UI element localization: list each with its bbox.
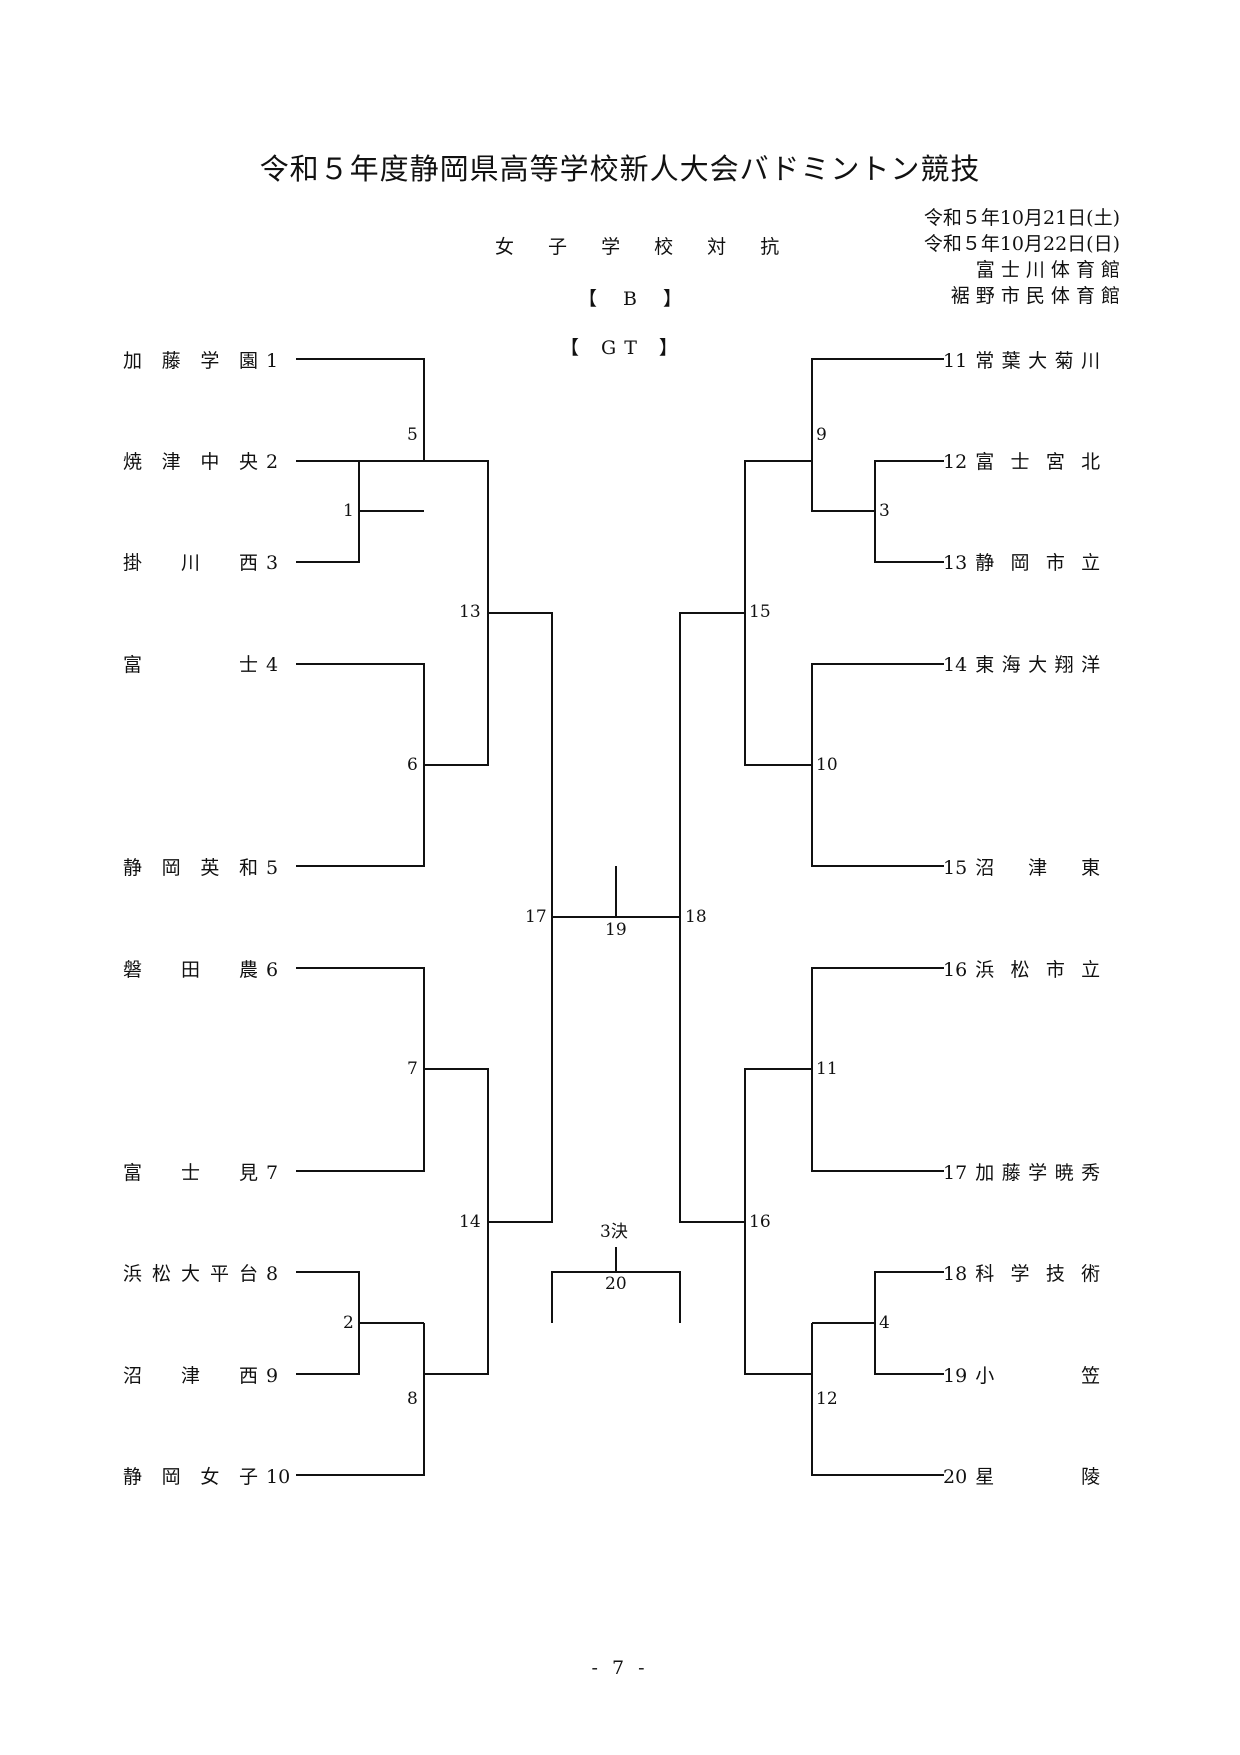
right-team-11: 11 常葉大菊川 — [943, 349, 1100, 373]
right-team-12: 12 富士宮北 — [943, 450, 1100, 474]
match-label-11: 11 — [816, 1059, 838, 1079]
match-label-12: 12 — [816, 1389, 838, 1409]
match-label-17: 17 — [525, 907, 547, 927]
left-team-4: 富士 4 — [123, 653, 278, 677]
page-number: - 7 - — [591, 1657, 649, 1679]
match-label-16: 16 — [749, 1212, 771, 1232]
left-team-3: 掛川西 3 — [123, 551, 278, 575]
team-name: 焼津中央 — [123, 451, 258, 473]
team-name: 掛川西 — [123, 552, 258, 574]
right-team-18: 18 科学技術 — [943, 1262, 1100, 1286]
team-seed: 2 — [266, 451, 279, 473]
date-day2: 令和５年10月22日(日) — [923, 233, 1120, 255]
right-team-20: 20 星陵 — [943, 1465, 1100, 1489]
team-seed: 10 — [266, 1466, 291, 1488]
match-label-4: 4 — [879, 1313, 890, 1333]
left-team-5: 静岡英和 5 — [123, 856, 278, 880]
team-name: 加藤学暁秀 — [975, 1162, 1101, 1184]
right-team-13: 13 静岡市立 — [943, 551, 1100, 575]
team-name: 静岡女子 — [123, 1466, 258, 1488]
left-team-7: 富士見 7 — [123, 1161, 278, 1185]
team-name: 磐田農 — [123, 959, 258, 981]
team-name: 浜松市立 — [975, 959, 1101, 981]
team-name: 富士見 — [123, 1162, 258, 1184]
match-label-1: 1 — [343, 501, 354, 521]
match-label-20-third: 20 — [605, 1274, 627, 1294]
team-seed: 20 — [943, 1466, 968, 1488]
team-name: 沼津西 — [123, 1365, 258, 1387]
date-day1: 令和５年10月21日(土) — [923, 207, 1120, 229]
team-name: 富士宮北 — [975, 451, 1101, 473]
left-team-2: 焼津中央 2 — [123, 450, 278, 474]
right-team-17: 17 加藤学暁秀 — [943, 1161, 1100, 1185]
match-label-13: 13 — [459, 602, 481, 622]
team-seed: 5 — [266, 857, 279, 879]
match-label-15: 15 — [749, 602, 771, 622]
team-name: 静岡英和 — [123, 857, 258, 879]
right-team-14: 14 東海大翔洋 — [943, 653, 1100, 677]
match-label-9: 9 — [816, 425, 827, 445]
team-name: 科学技術 — [975, 1263, 1101, 1285]
team-seed: 3 — [266, 552, 279, 574]
left-team-1: 加藤学園 1 — [123, 349, 278, 373]
match-label-19-final: 19 — [605, 920, 627, 940]
right-team-15: 15 沼津東 — [943, 856, 1100, 880]
right-team-16: 16 浜松市立 — [943, 958, 1100, 982]
team-seed: 19 — [943, 1365, 968, 1387]
team-seed: 18 — [943, 1263, 968, 1285]
left-team-8: 浜松大平台 8 — [123, 1262, 278, 1286]
team-seed: 4 — [266, 654, 279, 676]
bracket-line-m9 — [811, 358, 944, 512]
team-name: 沼津東 — [975, 857, 1101, 879]
team-seed: 1 — [266, 350, 279, 372]
team-seed: 14 — [943, 654, 968, 676]
right-team-19: 19 小笠 — [943, 1364, 1100, 1388]
team-seed: 8 — [266, 1263, 279, 1285]
team-name: 東海大翔洋 — [975, 654, 1101, 676]
team-seed: 6 — [266, 959, 279, 981]
left-team-6: 磐田農 6 — [123, 958, 278, 982]
bracket-line-m3 — [874, 460, 944, 563]
match-label-6: 6 — [407, 755, 418, 775]
team-seed: 13 — [943, 552, 968, 574]
team-seed: 7 — [266, 1162, 279, 1184]
team-seed: 16 — [943, 959, 968, 981]
match-label-18: 18 — [685, 907, 707, 927]
team-name: 静岡市立 — [975, 552, 1101, 574]
team-seed: 15 — [943, 857, 968, 879]
match-label-5: 5 — [407, 425, 418, 445]
team-seed: 9 — [266, 1365, 279, 1387]
venue-1: 富 士 川 体 育 館 — [975, 259, 1120, 281]
bracket-line-m6 — [296, 663, 425, 867]
team-name: 富士 — [123, 654, 258, 676]
match-label-3: 3 — [879, 501, 890, 521]
team-seed: 12 — [943, 451, 968, 473]
bracket-line-m5 — [296, 358, 425, 462]
match-label-7: 7 — [407, 1059, 418, 1079]
bracket-line-m7 — [296, 967, 425, 1172]
page-title: 令和５年度静岡県高等学校新人大会バドミントン競技 — [259, 152, 981, 186]
third-place-label: 3決 — [600, 1222, 628, 1242]
team-name: 小笠 — [975, 1365, 1101, 1387]
team-seed: 11 — [943, 350, 968, 372]
group-label: 【 GT 】 — [560, 337, 686, 359]
venue-2: 裾 野 市 民 体 育 館 — [950, 285, 1120, 307]
team-name: 加藤学園 — [123, 350, 258, 372]
match-label-2: 2 — [343, 1313, 354, 1333]
match-label-14: 14 — [459, 1212, 481, 1232]
team-name: 常葉大菊川 — [975, 350, 1101, 372]
left-team-10: 静岡女子 10 — [123, 1465, 290, 1489]
match-label-10: 10 — [816, 755, 838, 775]
event-subtitle: 女 子 学 校 対 抗 — [495, 236, 794, 258]
team-name: 星陵 — [975, 1466, 1101, 1488]
match-label-8: 8 — [407, 1389, 418, 1409]
team-seed: 17 — [943, 1162, 968, 1184]
left-team-9: 沼津西 9 — [123, 1364, 278, 1388]
team-name: 浜松大平台 — [123, 1263, 258, 1285]
block-label: 【 B 】 — [578, 288, 693, 310]
